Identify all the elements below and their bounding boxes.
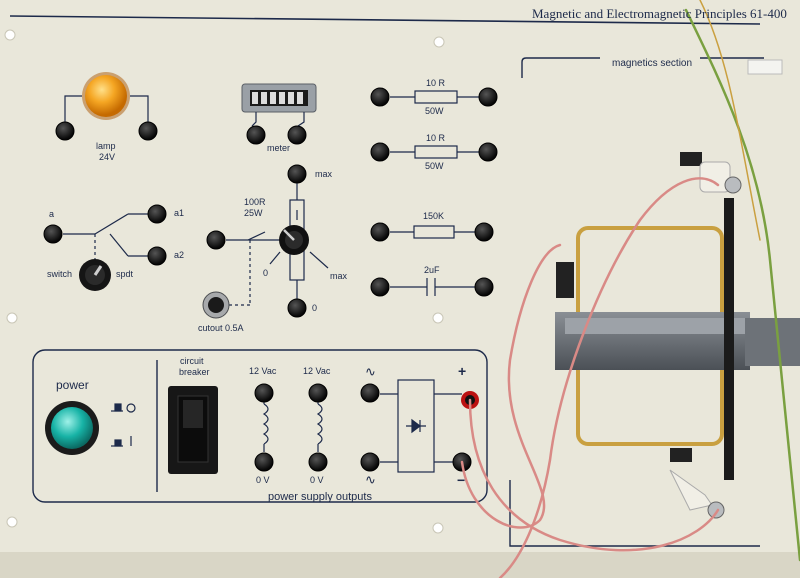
capacitor-value: 2uF: [424, 265, 440, 275]
power-label: power: [56, 378, 89, 392]
lamp-indicator: [64, 72, 149, 131]
spdt-schematic: [63, 213, 157, 262]
power-switch[interactable]: [45, 401, 99, 455]
meter-label: meter: [267, 143, 291, 153]
circuit-breaker[interactable]: [168, 386, 218, 474]
lamp-label: lamp: [96, 141, 116, 151]
jack-sockets[interactable]: [43, 87, 498, 472]
lamp-voltage-label: 24V: [99, 152, 116, 162]
cutout-fuse[interactable]: [202, 291, 230, 319]
pot-max-top-label: max: [315, 169, 333, 179]
vac-2-label: 12 Vac: [303, 366, 331, 376]
resistor-2-power: 50W: [425, 161, 444, 171]
dc-plus-symbol: +: [458, 363, 467, 379]
spdt-knob[interactable]: [79, 259, 111, 291]
resistor-1-value: 10 R: [426, 78, 446, 88]
zero-v-1-label: 0 V: [256, 475, 270, 485]
magnetics-section-label: magnetics section: [612, 58, 693, 69]
resistor-3-value: 150K: [423, 211, 445, 221]
zero-v-2-label: 0 V: [310, 475, 324, 485]
cutout-label: cutout 0.5A: [198, 323, 244, 333]
spdt-label: spdt: [116, 269, 134, 279]
circuit-breaker-label-2: breaker: [179, 367, 210, 377]
switch-label: switch: [47, 269, 73, 279]
hour-meter: [241, 83, 317, 127]
vac-1-label: 12 Vac: [249, 366, 277, 376]
pot-zero-left-label: 0: [263, 268, 269, 278]
resistor-2-value: 10 R: [426, 133, 446, 143]
circuit-breaker-label-1: circuit: [180, 356, 204, 366]
pot-knob[interactable]: [279, 225, 309, 255]
pot-max-side-label: max: [330, 271, 348, 281]
patch-wires: [460, 0, 800, 578]
switch-a2-label: a2: [174, 250, 185, 260]
switch-a1-label: a1: [174, 208, 185, 218]
switch-common-label: a: [49, 209, 55, 219]
pot-power-label: 25W: [244, 208, 263, 218]
magnetics-apparatus: [555, 59, 800, 519]
dc-minus-symbol: −: [457, 472, 466, 488]
panel-title: Magnetic and Electromagnetic Principles …: [532, 6, 787, 21]
resistor-1-power: 50W: [425, 106, 444, 116]
pot-resistance-label: 100R: [244, 197, 266, 207]
ac-input-1-symbol: ∿: [365, 364, 376, 379]
power-supply-outputs-label: power supply outputs: [268, 491, 372, 503]
ac-input-2-symbol: ∿: [365, 472, 376, 487]
pot-zero-bottom-label: 0: [312, 303, 318, 313]
